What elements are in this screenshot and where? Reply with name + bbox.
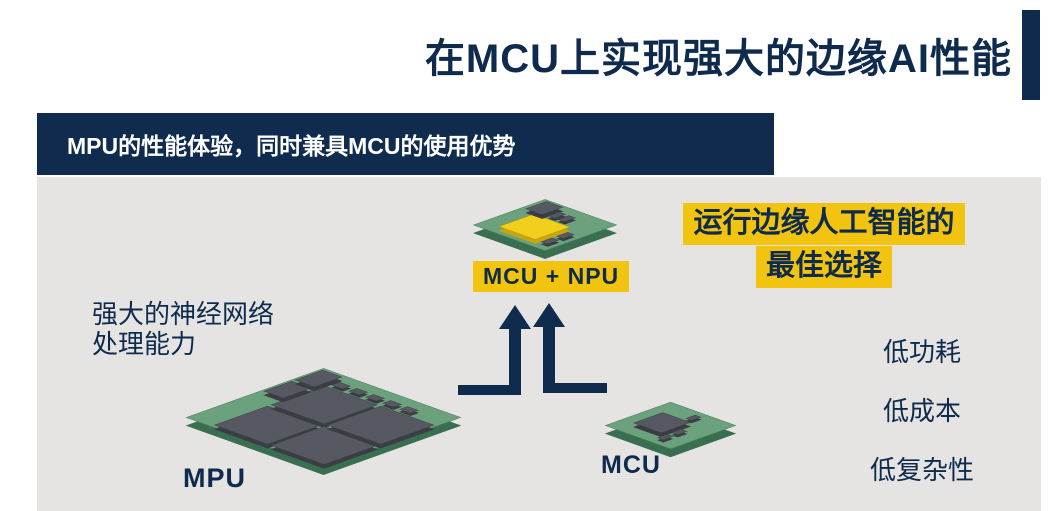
benefit-low-complexity: 低复杂性 xyxy=(869,455,974,485)
best-choice-line2: 最佳选择 xyxy=(755,246,892,288)
component-chip xyxy=(365,394,386,402)
component-chip xyxy=(657,434,674,440)
component-chip xyxy=(540,237,560,245)
best-choice-line1: 运行边缘人工智能的 xyxy=(683,203,965,245)
benefit-low-cost: 低成本 xyxy=(882,396,961,426)
headline-band-text: MPU的性能体验，同时兼具MCU的使用优势 xyxy=(67,133,516,159)
headline-band: MPU的性能体验，同时兼具MCU的使用优势 xyxy=(37,113,774,175)
mcu-board-illustration xyxy=(604,401,737,450)
component-chip xyxy=(671,429,688,435)
page-title: 在MCU上实现强大的边缘AI性能 xyxy=(424,37,1012,81)
benefit-low-power: 低功耗 xyxy=(882,337,961,367)
mpu-label: MPU xyxy=(183,463,246,493)
mcu-npu-board-illustration xyxy=(472,199,618,251)
component-chip xyxy=(348,388,369,396)
component-chip xyxy=(556,232,575,239)
best-choice-statement: 运行边缘人工智能的 最佳选择 xyxy=(634,203,1014,289)
component-chip xyxy=(331,382,352,390)
mcu-label: MCU xyxy=(601,451,661,479)
diagram-panel: MCU + NPU 运行边缘人工智能的 最佳选择 强大的神经网络 处理能力 xyxy=(37,177,1041,511)
mpu-capability-note-line1: 强大的神经网络 xyxy=(92,299,275,329)
component-chip xyxy=(685,414,702,421)
merge-arrows-icon xyxy=(458,303,607,395)
benefits-list: 低功耗 低成本 低复杂性 xyxy=(807,337,1037,511)
title-accent-bar xyxy=(1022,10,1040,100)
mpu-capability-note-line2: 处理能力 xyxy=(92,329,197,359)
component-chip xyxy=(382,400,402,408)
mpu-board-illustration xyxy=(185,368,462,467)
mpu-capability-note: 强大的神经网络 处理能力 xyxy=(92,299,274,359)
component-chip xyxy=(399,406,419,414)
mcu-npu-label: MCU + NPU xyxy=(473,261,630,292)
